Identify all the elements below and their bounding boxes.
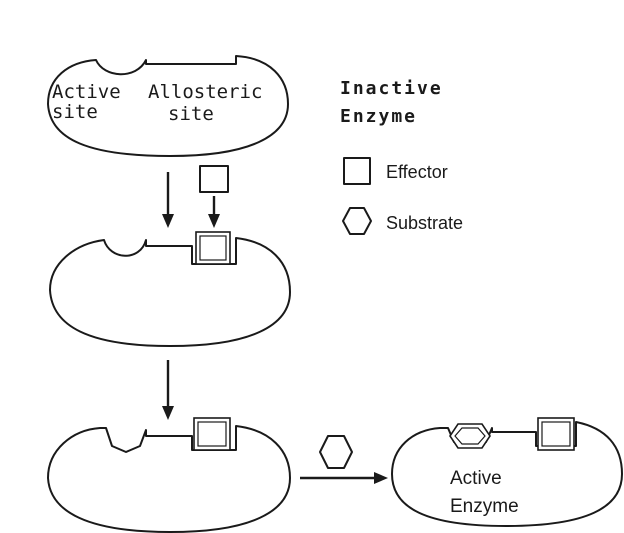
allosteric-site-label-line1: Allosteric (148, 81, 262, 103)
right-arrow-head (374, 472, 388, 484)
stage3-effector-inner (197, 421, 227, 447)
stage4-effector-inner (541, 421, 571, 447)
stage2-effector-bound-enzyme (49, 231, 291, 347)
legend: Effector Substrate (342, 157, 463, 235)
stage4-effector-square-icon (537, 417, 575, 451)
substrate-legend-label: Substrate (386, 213, 463, 233)
effector-square-icon (199, 165, 229, 193)
enzyme-body-stage1 (47, 55, 289, 157)
stage1-inactive-enzyme: Active site Allosteric site (47, 55, 289, 157)
allosteric-site-label-line2: site (168, 103, 214, 125)
bound-effector-inner (199, 235, 227, 261)
down-arrow-2-head (162, 406, 174, 420)
active-enzyme-label-line2: Enzyme (450, 496, 519, 517)
down-arrow-1-head (162, 214, 174, 228)
active-site-label-line2: site (52, 101, 98, 123)
stage4-active-enzyme: Active Enzyme (391, 417, 623, 527)
bound-effector-square-icon (195, 231, 231, 265)
effector-arrow-head (208, 214, 220, 228)
enzyme-body-stage3 (47, 425, 291, 533)
effector-legend-label: Effector (386, 162, 448, 182)
stage3-reshaped-enzyme (47, 417, 291, 533)
substrate-hexagon-icon (319, 435, 353, 469)
bound-substrate-inner (454, 427, 486, 445)
effector-legend-square-icon (343, 157, 371, 185)
active-enzyme-label-line1: Active (450, 468, 502, 489)
inactive-enzyme-label-line2: Enzyme (340, 106, 417, 127)
enzyme-body-stage2 (49, 237, 291, 347)
inactive-enzyme-label-line1: Inactive (340, 78, 443, 99)
active-site-label-line1: Active (52, 81, 121, 103)
substrate-legend-hexagon-icon (342, 207, 372, 235)
stage3-effector-square-icon (193, 417, 231, 451)
